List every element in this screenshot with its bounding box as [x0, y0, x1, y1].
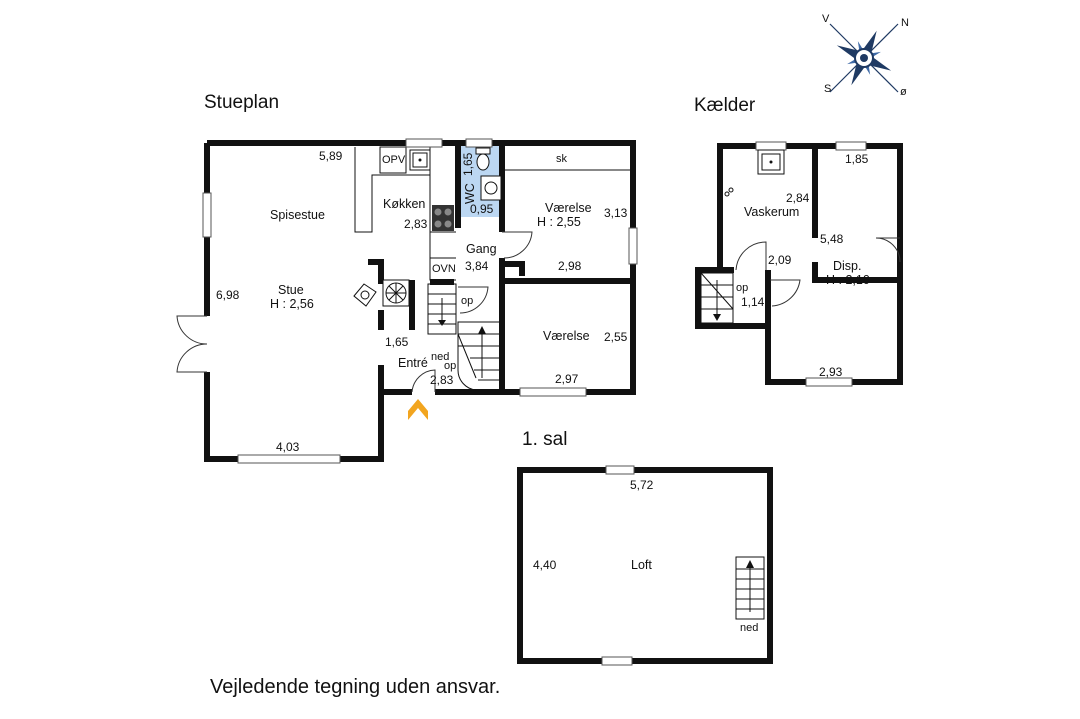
- label-opv: OPV: [382, 154, 406, 166]
- room-vaskerum: Vaskerum: [744, 205, 799, 219]
- first-floor-plan: Loft ned 5,72 4,40: [517, 465, 773, 666]
- sink-icon: [409, 149, 431, 171]
- loft-stair-icon: [735, 556, 765, 620]
- disclaimer-text: Vejledende tegning uden ansvar.: [210, 676, 501, 698]
- room-vaerelse-1-height: H : 2,55: [537, 215, 581, 229]
- dim-114: 1,14: [741, 295, 765, 309]
- room-spisestue: Spisestue: [270, 208, 325, 222]
- dim-165b: 1,65: [385, 335, 409, 349]
- room-disp: Disp.: [833, 259, 861, 273]
- fan-icon: [382, 279, 410, 307]
- dim-283a: 2,83: [404, 217, 428, 231]
- compass-o: ø: [900, 86, 907, 98]
- room-disp-height: H : 2,10: [826, 273, 870, 287]
- room-wc: WC: [463, 183, 477, 204]
- room-gang: Gang: [466, 242, 497, 256]
- room-stue-height: H : 2,56: [270, 297, 314, 311]
- ground-floor-title: Stueplan: [204, 92, 279, 113]
- wc-sink-icon: [480, 175, 502, 201]
- dim-255: 2,55: [604, 330, 628, 344]
- stair-icon: [427, 283, 501, 391]
- dim-589: 5,89: [319, 149, 343, 163]
- room-vaerelse-1: Værelse: [545, 201, 592, 215]
- label-sk: sk: [556, 153, 568, 165]
- dim-284: 2,84: [786, 191, 810, 205]
- loft-stair-ned: ned: [740, 622, 758, 634]
- compass-v: V: [822, 13, 830, 25]
- dim-384: 3,84: [465, 259, 489, 273]
- dim-572: 5,72: [630, 478, 654, 492]
- dim-209: 2,09: [768, 253, 792, 267]
- dim-548: 5,48: [820, 232, 844, 246]
- room-stue: Stue: [278, 283, 304, 297]
- dim-403: 4,03: [276, 440, 300, 454]
- room-vaerelse-2: Værelse: [543, 329, 590, 343]
- fireplace-icon: [353, 283, 377, 307]
- basement-stair-icon: [700, 272, 734, 324]
- basement-title: Kælder: [694, 95, 756, 116]
- label-ovn: OVN: [432, 263, 456, 275]
- compass-s: S: [824, 83, 831, 95]
- room-kokken: Køkken: [383, 197, 425, 211]
- basement-plan: Vaskerum Disp. H : 2,10 op 1,85 2,84 5,4…: [695, 141, 903, 387]
- dim-313: 3,13: [604, 206, 628, 220]
- terrace-door-icon: [176, 315, 213, 373]
- entry-arrow-icon: [408, 399, 428, 420]
- room-entre: Entré: [398, 356, 428, 370]
- stove-icon: [432, 205, 454, 231]
- stair-ned-label: ned: [431, 351, 449, 363]
- first-floor-title: 1. sal: [522, 429, 567, 450]
- dim-293: 2,93: [819, 365, 843, 379]
- drain-icon: [724, 187, 734, 197]
- dim-185: 1,85: [845, 152, 869, 166]
- dim-698: 6,98: [216, 288, 240, 302]
- stair-op2-label: op: [444, 360, 456, 372]
- compass-n: N: [901, 17, 909, 29]
- dim-297: 2,97: [555, 372, 579, 386]
- dim-298: 2,98: [558, 259, 582, 273]
- basement-sink-icon: [757, 149, 785, 175]
- dim-165a: 1,65: [461, 152, 475, 176]
- toilet-icon: [475, 147, 491, 171]
- stair-op-label: op: [461, 295, 473, 307]
- dim-283b: 2,83: [430, 373, 454, 387]
- compass-rose-icon: N V S ø: [822, 13, 909, 98]
- dim-095: 0,95: [470, 202, 494, 216]
- dim-440: 4,40: [533, 558, 557, 572]
- basement-stair-op: op: [736, 282, 748, 294]
- ground-floor-plan: Spisestue Stue H : 2,56 Køkken OPV OVN W…: [176, 138, 638, 464]
- room-loft: Loft: [631, 558, 652, 572]
